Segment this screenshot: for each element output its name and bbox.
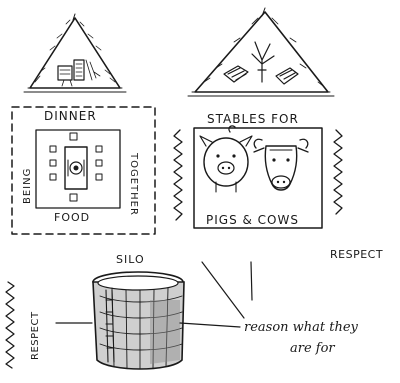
respect-label-left: RESPECT bbox=[30, 311, 41, 360]
silo-label: SILO bbox=[116, 253, 145, 266]
dinner-food-label: FOOD bbox=[54, 211, 90, 224]
dinner-panel: DINNER FOOD BEING TOGETHER bbox=[12, 107, 155, 234]
respect-left-group: RESPECT bbox=[6, 282, 41, 368]
zigzag-fence-icon bbox=[334, 130, 342, 214]
silo-icon bbox=[93, 272, 184, 369]
zigzag-fence-icon bbox=[174, 130, 182, 220]
reason-note-line2: are for bbox=[290, 341, 335, 356]
zigzag-fence-icon bbox=[6, 282, 14, 368]
dinner-together-label: TOGETHER bbox=[128, 152, 139, 216]
stables-panel: STABLES FOR PIGS & COWS bbox=[174, 112, 342, 228]
stables-caption: PIGS & COWS bbox=[206, 213, 299, 227]
dinner-title: DINNER bbox=[44, 109, 97, 123]
pig-icon bbox=[200, 126, 252, 192]
reason-note-line1: reason what they bbox=[244, 320, 359, 335]
barn-hut-icon bbox=[188, 8, 334, 96]
dinner-being-label: BEING bbox=[22, 168, 33, 204]
stables-title: STABLES FOR bbox=[207, 112, 299, 126]
respect-label-right: RESPECT bbox=[330, 248, 383, 261]
cow-icon bbox=[254, 139, 308, 190]
sheep-pen-hut-icon bbox=[24, 14, 126, 92]
dining-table-icon bbox=[36, 130, 120, 208]
